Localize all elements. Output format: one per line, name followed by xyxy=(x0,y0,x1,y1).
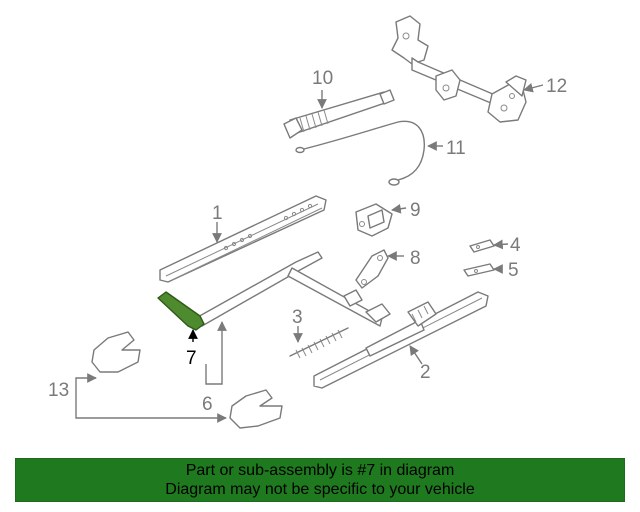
part-11-release-cable[interactable] xyxy=(295,120,425,186)
callout-1: 1 xyxy=(212,203,223,224)
callout-2: 2 xyxy=(420,362,431,383)
callout-3: 3 xyxy=(292,307,303,328)
part-1-seat-track[interactable] xyxy=(159,195,327,283)
info-banner: Part or sub-assembly is #7 in diagram Di… xyxy=(15,458,625,502)
part-3-spring[interactable] xyxy=(289,327,349,359)
part-10-recliner-actuator[interactable] xyxy=(283,89,395,139)
part-4-clip[interactable] xyxy=(469,239,495,253)
callout-9: 9 xyxy=(410,200,421,221)
callout-8: 8 xyxy=(410,248,421,269)
banner-line-1: Part or sub-assembly is #7 in diagram xyxy=(185,462,455,479)
part-2-seat-track[interactable] xyxy=(313,291,489,389)
part-5-clip[interactable] xyxy=(463,263,495,277)
callout-12: 12 xyxy=(546,76,567,97)
leader-lines xyxy=(75,83,544,423)
part-9-bracket[interactable] xyxy=(355,203,393,237)
callout-7: 7 xyxy=(186,348,197,369)
parts-diagram: 10 12 11 9 1 8 4 5 3 2 7 6 13 xyxy=(48,15,567,429)
adjuster-link-bar xyxy=(195,251,391,327)
part-7-handle-highlighted[interactable] xyxy=(157,291,205,331)
callout-6: 6 xyxy=(202,394,213,415)
part-8-lever[interactable] xyxy=(355,249,389,289)
callout-13: 13 xyxy=(48,380,69,401)
part-12-pivot-bracket[interactable] xyxy=(391,15,527,123)
callout-10: 10 xyxy=(312,68,333,89)
part-13-trim-cover-front[interactable] xyxy=(91,331,141,373)
callout-4: 4 xyxy=(510,235,521,256)
banner-line-2: Diagram may not be specific to your vehi… xyxy=(165,481,475,498)
callout-11: 11 xyxy=(446,138,466,159)
callout-5: 5 xyxy=(508,260,519,281)
part-13-trim-cover-rear[interactable] xyxy=(229,389,283,429)
